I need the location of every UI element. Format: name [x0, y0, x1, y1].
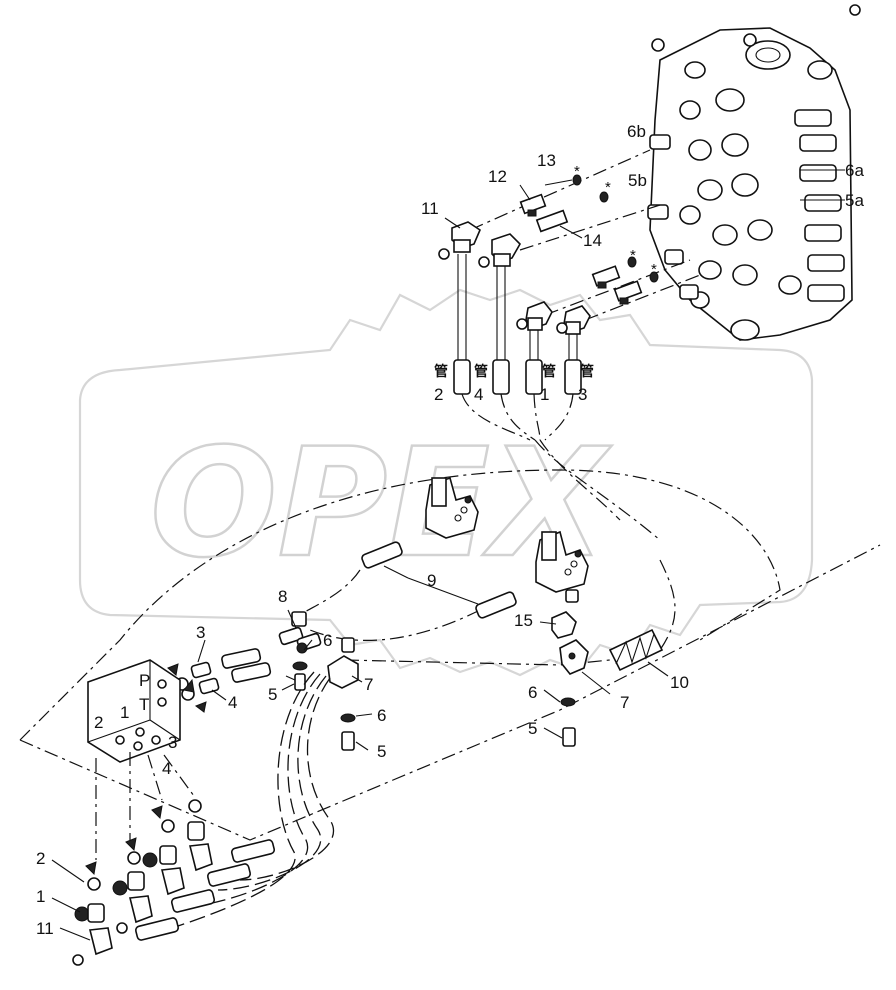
- callout-7-b: 7: [620, 693, 629, 712]
- long-hoses-bottom: [177, 671, 334, 927]
- block-port-4: 4: [162, 759, 171, 778]
- callout-5-b: 5: [377, 742, 386, 761]
- pipe-mark-1: 管: [542, 363, 556, 380]
- fitting-12: [519, 193, 547, 217]
- block-port-1: 1: [120, 703, 129, 722]
- valve-leaders: [469, 149, 845, 321]
- hose-ends-top: [453, 359, 582, 395]
- watermark-gear-outline: [78, 288, 814, 677]
- callout-9: 9: [427, 571, 436, 590]
- seal-13: [572, 174, 582, 186]
- block-port-P: P: [139, 671, 150, 690]
- valve-7-right: [551, 589, 589, 747]
- callout-6-b: 6: [377, 706, 386, 725]
- bottom-fittings: [72, 799, 276, 966]
- callout-labels: 13 12 11 14 6b 6a 5a 5b * * * * 管 管 管 管 …: [36, 122, 864, 938]
- callout-8: 8: [278, 587, 287, 606]
- elbow-fitting-d: [556, 305, 591, 335]
- vertical-pipes: [457, 254, 578, 360]
- callout-6-c: 6: [528, 683, 537, 702]
- callout-11-bottom: 11: [36, 919, 54, 938]
- hose-fitting-9a: [361, 541, 403, 569]
- filter-10: [608, 628, 664, 672]
- callout-2-bottom: 2: [36, 849, 45, 868]
- callout-15: 15: [514, 611, 533, 630]
- fitting-group-right: [591, 256, 659, 305]
- callout-6b: 6b: [627, 122, 646, 141]
- callout-5a: 5a: [845, 191, 864, 210]
- valve-7-left: [327, 637, 359, 751]
- hose-fitting-9b: [475, 591, 517, 619]
- pipe-mark-3: 管: [580, 363, 594, 380]
- callout-6-a: 6: [323, 631, 332, 650]
- pilot-valve-lower: [535, 530, 589, 593]
- callout-10: 10: [670, 673, 689, 692]
- asterisk-3: *: [630, 247, 636, 264]
- callout-3-mid: 3: [196, 623, 205, 642]
- asterisk-2: *: [605, 179, 611, 196]
- pipe-mark-2: 管: [434, 363, 448, 380]
- callout-11-top: 11: [421, 199, 439, 218]
- hose-routes: [19, 393, 881, 841]
- fitting-14: [535, 209, 569, 233]
- pipe-label-2: 2: [434, 385, 443, 404]
- pipe-mark-4: 管: [474, 363, 488, 380]
- block-port-T: T: [139, 695, 149, 714]
- pt-block: [87, 659, 181, 763]
- callout-14: 14: [583, 231, 602, 250]
- block-leaders: [95, 752, 195, 860]
- bolt-washer-left: [285, 661, 308, 691]
- callout-5-a: 5: [268, 685, 277, 704]
- asterisk-4: *: [651, 261, 657, 278]
- asterisk-1: *: [574, 163, 580, 180]
- block-port-2: 2: [94, 713, 103, 732]
- callout-5b: 5b: [628, 171, 647, 190]
- callout-1-bottom: 1: [36, 887, 45, 906]
- short-hoses-mid: [221, 648, 272, 683]
- seal-5b: [599, 191, 609, 203]
- control-valve: [647, 4, 861, 341]
- callout-6a: 6a: [845, 161, 864, 180]
- pilot-valve-upper: [425, 476, 479, 539]
- pipe-label-4: 4: [474, 385, 483, 404]
- callout-5-c: 5: [528, 719, 537, 738]
- block-port-3: 3: [168, 733, 177, 752]
- top-fittings: [438, 174, 659, 335]
- elbow-fitting-11: [438, 221, 481, 260]
- pipe-label-3: 3: [578, 385, 587, 404]
- callout-4-mid: 4: [228, 693, 237, 712]
- elbow-fitting-b: [478, 233, 521, 268]
- callout-leaders: [51, 179, 669, 941]
- elbow-fitting-c: [516, 301, 553, 331]
- callout-12: 12: [488, 167, 507, 186]
- callout-7-a: 7: [364, 675, 373, 694]
- pipe-label-1: 1: [540, 385, 549, 404]
- callout-13: 13: [537, 151, 556, 170]
- fitting-8: [278, 611, 322, 654]
